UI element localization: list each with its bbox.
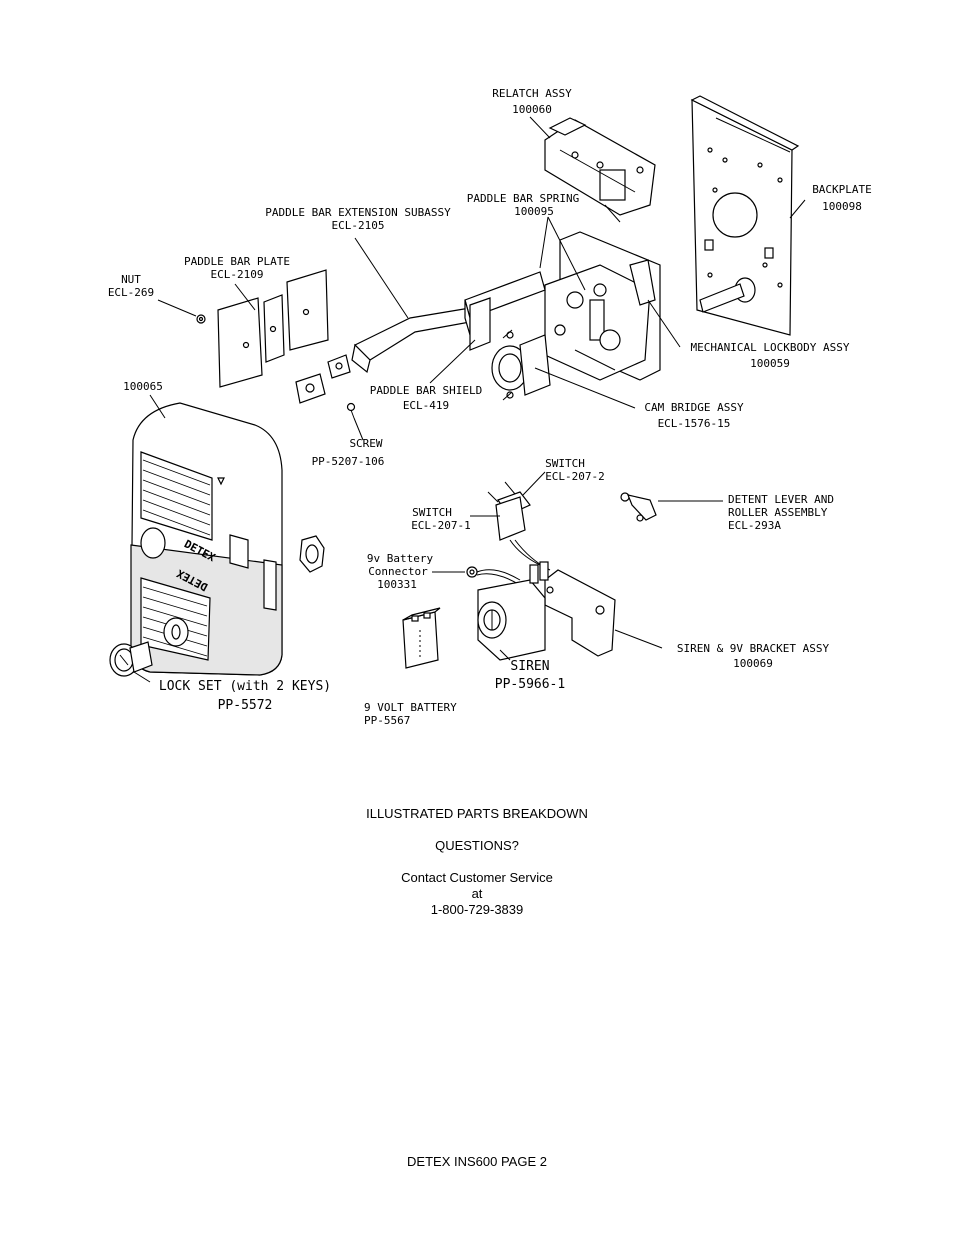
paddle-spring-number: 100095 <box>514 205 554 218</box>
switch2-number: ECL-207-2 <box>545 470 605 483</box>
switch1-number: ECL-207-1 <box>411 519 471 532</box>
detent-label-line2: ROLLER ASSEMBLY <box>728 506 828 519</box>
nut-label: NUT <box>121 273 141 286</box>
siren-label: SIREN <box>510 659 549 674</box>
backplate-label: BACKPLATE <box>812 183 872 196</box>
siren-bracket-number: 100069 <box>733 657 773 670</box>
siren-bracket-drawing <box>477 561 616 661</box>
nut-number: ECL-269 <box>108 286 154 299</box>
relatch-number: 100060 <box>512 103 552 116</box>
parts-diagram: DETEX DETEX <box>108 87 872 727</box>
lockset-number: PP-5572 <box>218 698 273 713</box>
extension-number: ECL-2105 <box>332 219 385 232</box>
shield-number: ECL-419 <box>403 399 449 412</box>
backplate-number: 100098 <box>822 200 862 213</box>
relatch-label: RELATCH ASSY <box>492 87 572 100</box>
footer-questions: QUESTIONS? <box>435 838 519 853</box>
shield-label: PADDLE BAR SHIELD <box>370 384 483 397</box>
cam-bridge-number: ECL-1576-15 <box>658 417 731 430</box>
cam-bridge-drawing <box>491 329 551 401</box>
battery-number: PP-5567 <box>364 714 410 727</box>
relatch-assy-drawing <box>544 117 656 223</box>
detent-number: ECL-293A <box>728 519 781 532</box>
footer-title: ILLUSTRATED PARTS BREAKDOWN <box>366 806 588 821</box>
paddle-plate-label: PADDLE BAR PLATE <box>184 255 290 268</box>
battery-connector-line2: Connector <box>368 565 428 578</box>
paddle-bar-extension-drawing <box>351 271 546 374</box>
switch2-label: SWITCH <box>545 457 585 470</box>
paddle-plate-number: ECL-2109 <box>211 268 264 281</box>
paddle-spring-label: PADDLE BAR SPRING <box>467 192 580 205</box>
battery-connector-line1: 9v Battery <box>367 552 434 565</box>
footer-phone: 1-800-729-3839 <box>430 902 524 917</box>
paddle-bar-plates-drawing <box>196 269 356 419</box>
battery-drawing <box>402 607 441 669</box>
cover-drawing: DETEX DETEX <box>130 402 283 676</box>
lockset-label: LOCK SET (with 2 KEYS) <box>159 679 331 694</box>
detent-lever-drawing <box>620 492 657 522</box>
switches-drawing <box>487 481 551 571</box>
hex-nut-drawing <box>299 535 325 573</box>
cam-bridge-label: CAM BRIDGE ASSY <box>644 401 744 414</box>
page-footer: DETEX INS600 PAGE 2 <box>407 1154 547 1169</box>
backplate-drawing <box>690 95 800 336</box>
battery-label: 9 VOLT BATTERY <box>364 701 457 714</box>
detent-label-line1: DETENT LEVER AND <box>728 493 834 506</box>
cover-number: 100065 <box>123 380 163 393</box>
battery-connector-drawing <box>466 566 521 586</box>
screw-number: PP-5207-106 <box>312 455 385 468</box>
leader-lines <box>133 116 806 683</box>
battery-connector-number: 100331 <box>377 578 417 591</box>
extension-label: PADDLE BAR EXTENSION SUBASSY <box>265 206 451 219</box>
footer-contact: Contact Customer Service <box>401 870 553 885</box>
lockset-drawing <box>109 641 153 677</box>
lockbody-drawing <box>544 231 661 381</box>
lockbody-number: 100059 <box>750 357 790 370</box>
siren-number: PP-5966-1 <box>495 677 565 692</box>
footer-at: at <box>471 886 483 901</box>
switch1-label: SWITCH <box>412 506 452 519</box>
screw-label: SCREW <box>349 437 382 450</box>
lockbody-label: MECHANICAL LOCKBODY ASSY <box>691 341 850 354</box>
siren-bracket-label: SIREN & 9V BRACKET ASSY <box>677 642 830 655</box>
